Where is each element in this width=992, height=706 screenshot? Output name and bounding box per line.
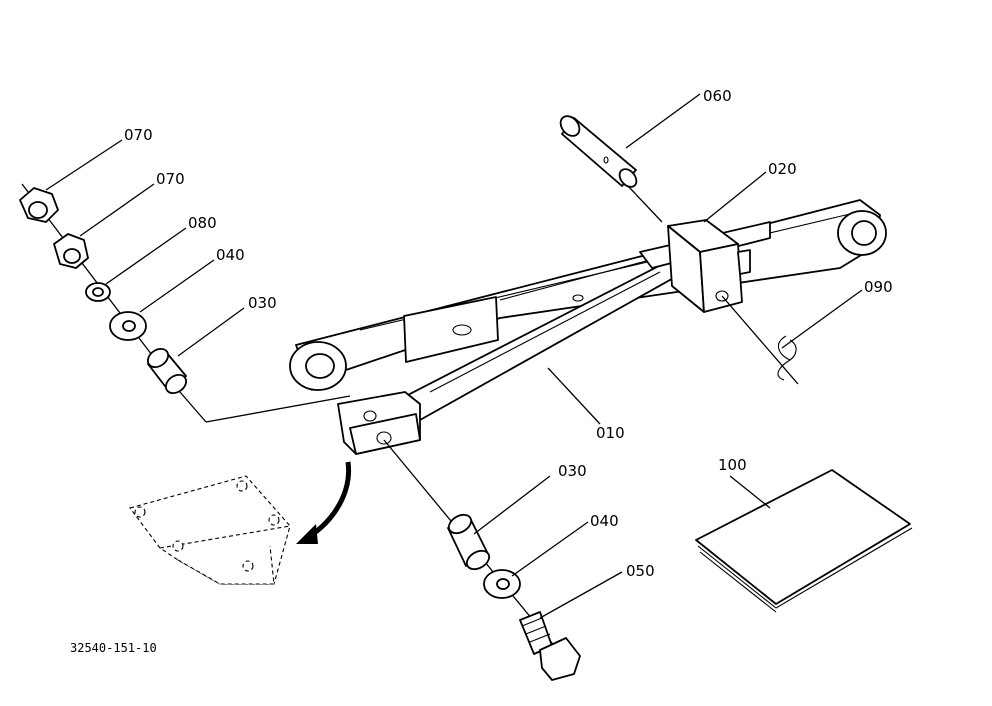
callout-030-a: 030 [248,294,277,312]
callout-labels: 070 070 080 040 030 060 020 090 010 030 … [70,87,893,655]
callout-030-b: 030 [558,462,587,480]
callout-070-a: 070 [124,126,153,144]
callout-020: 020 [768,160,797,178]
callout-100: 100 [718,456,747,474]
curved-arrow [296,461,352,544]
manual-100 [695,469,913,613]
clip-090 [721,295,799,385]
callout-050: 050 [626,562,655,580]
callout-010: 010 [596,424,625,442]
callout-040-b: 040 [590,512,619,530]
drawing-code: 32540-151-10 [70,641,157,655]
left-parts-stack [19,183,351,423]
callout-060: 060 [703,87,732,105]
callout-090: 090 [864,278,893,296]
leader-lines [45,93,863,619]
bottom-parts-stack [383,439,581,681]
hitch-plate [129,475,291,585]
bracket-020 [667,219,751,313]
pin-060 [559,115,638,188]
callout-080: 080 [188,214,217,232]
callout-040-a: 040 [216,246,245,264]
lower-link-arm [289,199,887,391]
callout-070-b: 070 [156,170,185,188]
